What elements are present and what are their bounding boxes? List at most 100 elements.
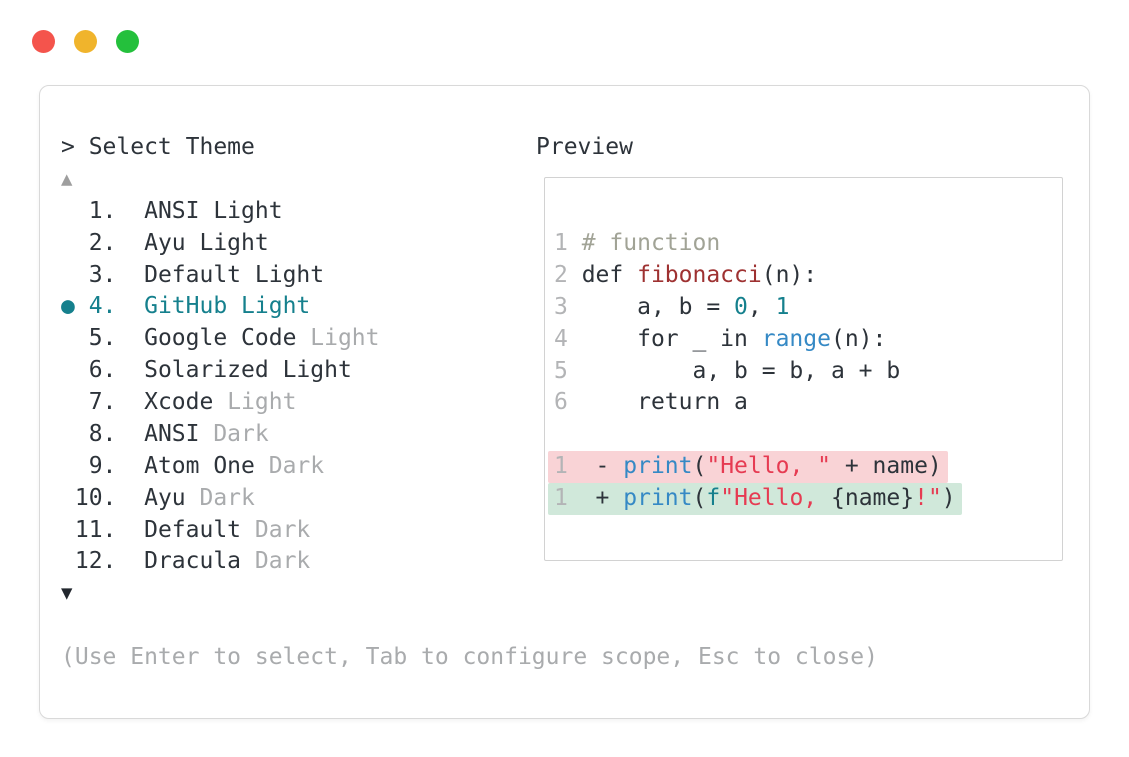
theme-item-default-light[interactable]: 3. Default Light <box>61 260 878 292</box>
scroll-up-indicator[interactable]: ▲ <box>61 167 73 190</box>
item-number: 7. <box>61 389 145 415</box>
code-line: 4 for _ in range(n): <box>554 324 962 356</box>
footer-hint: (Use Enter to select, Tab to configure s… <box>61 644 878 670</box>
code-token-number: 1 <box>775 293 790 320</box>
item-number: 10. <box>61 484 145 511</box>
code-token-builtin: print <box>623 453 693 480</box>
theme-item-default[interactable]: 11. Default Dark <box>61 515 878 547</box>
scroll-down-indicator[interactable]: ▼ <box>61 582 73 605</box>
theme-list: 1. ANSI Light 2. Ayu Light 3. Default Li… <box>61 196 878 579</box>
line-number: 6 <box>554 389 582 416</box>
code-token-fg: (n): <box>830 325 887 352</box>
item-number: 5. <box>61 325 145 352</box>
theme-picker-window: > Select Theme ▲ 1. ANSI Light 2. Ayu Li… <box>39 85 1090 719</box>
code-token-fg: return a <box>581 389 748 416</box>
theme-name: Dracula <box>144 548 242 575</box>
line-number: 3 <box>554 293 582 320</box>
item-number: 8. <box>61 420 145 447</box>
code-line: 3 a, b = 0, 1 <box>554 292 962 324</box>
code-token-fg: + <box>581 485 624 511</box>
code-line: 6 return a <box>554 387 962 419</box>
theme-variant-suffix: Dark <box>241 548 311 575</box>
code-token-builtin: range <box>761 325 831 352</box>
theme-variant-suffix: Dark <box>199 420 269 447</box>
code-token-fg: - <box>581 453 624 480</box>
theme-item-ansi-light[interactable]: 1. ANSI Light <box>61 196 878 228</box>
code-token-fg: {name} <box>831 485 915 511</box>
window-controls <box>32 30 139 53</box>
code-token-fg: + name) <box>830 453 942 480</box>
theme-variant-suffix: Dark <box>241 516 311 543</box>
code-token-number: 0 <box>734 293 748 320</box>
theme-item-xcode[interactable]: 7. Xcode Light <box>61 387 878 419</box>
code-token-string: !" <box>914 485 942 511</box>
theme-name: Default <box>144 516 242 543</box>
theme-name: Ayu <box>144 484 186 511</box>
code-token-fg: for _ in <box>581 325 762 352</box>
theme-item-solarized-light[interactable]: 6. Solarized Light <box>61 355 878 387</box>
code-token-builtin: print <box>623 485 693 511</box>
preview-label: Preview <box>536 134 633 160</box>
theme-item-github-light[interactable]: ● 4. GitHub Light <box>61 291 878 323</box>
line-number: 1 <box>554 485 582 511</box>
item-number: 12. <box>61 548 145 575</box>
code-token-fg: a, b = <box>581 293 735 320</box>
selected-item-marker: ● 4. <box>61 293 145 320</box>
theme-name: Default Light <box>144 261 325 288</box>
code-token-func: fibonacci <box>637 261 762 288</box>
line-number: 1 <box>554 230 582 256</box>
line-number: 5 <box>554 357 582 384</box>
theme-name: ANSI Light <box>144 197 283 224</box>
item-number: 11. <box>61 516 145 543</box>
code-token-fg: def <box>581 261 638 288</box>
theme-name: Solarized Light <box>144 357 352 384</box>
theme-variant-suffix: Dark <box>185 484 255 511</box>
code-blank-line <box>554 419 962 451</box>
code-token-comment: # function <box>581 230 721 256</box>
code-line: 2 def fibonacci(n): <box>554 260 962 292</box>
code-token-fg: (n): <box>761 261 818 288</box>
line-number: 2 <box>554 261 582 288</box>
spacer-line <box>61 610 878 642</box>
theme-variant-suffix: Light <box>213 389 297 415</box>
theme-name: Ayu Light <box>144 229 269 256</box>
theme-item-atom-one[interactable]: 9. Atom One Dark <box>61 451 878 483</box>
code-token-fg: , <box>747 293 776 320</box>
line-number: 1 <box>554 453 582 480</box>
picker-title: > Select Theme <box>61 134 255 160</box>
minimize-button[interactable] <box>74 30 97 53</box>
code-line-diff-added: 1 + print(f"Hello, {name}!") <box>548 483 962 515</box>
theme-item-google-code[interactable]: 5. Google Code Light <box>61 323 878 355</box>
item-number: 2. <box>61 229 145 256</box>
theme-variant-suffix: Dark <box>254 452 325 479</box>
code-token-string: "Hello, " <box>706 453 831 480</box>
theme-item-ayu-light[interactable]: 2. Ayu Light <box>61 228 878 260</box>
line-number: 4 <box>554 325 582 352</box>
code-token-fg: a, b = b, a + b <box>581 357 901 384</box>
item-number: 6. <box>61 357 145 384</box>
code-line: 1 # function <box>554 228 962 260</box>
item-number: 1. <box>61 197 145 224</box>
close-button[interactable] <box>32 30 55 53</box>
code-token-fg: ) <box>941 485 956 511</box>
code-token-fg: ( <box>692 485 707 511</box>
theme-variant-suffix: Light <box>296 325 380 352</box>
theme-item-ayu[interactable]: 10. Ayu Dark <box>61 483 878 515</box>
code-line: 5 a, b = b, a + b <box>554 356 962 388</box>
code-token-fg: ( <box>692 453 707 480</box>
theme-name: Atom One <box>144 452 255 479</box>
theme-item-ansi[interactable]: 8. ANSI Dark <box>61 419 878 451</box>
code-line-diff-removed: 1 - print("Hello, " + name) <box>548 451 948 483</box>
theme-name: ANSI <box>144 420 200 447</box>
theme-name: Google Code <box>144 325 297 352</box>
item-number: 9. <box>61 452 145 479</box>
maximize-button[interactable] <box>116 30 139 53</box>
theme-name: GitHub Light <box>144 293 311 320</box>
theme-item-dracula[interactable]: 12. Dracula Dark <box>61 546 878 578</box>
theme-picker-pane: > Select Theme ▲ 1. ANSI Light 2. Ayu Li… <box>61 132 878 674</box>
code-token-fstring: f <box>706 485 721 511</box>
item-number: 3. <box>61 261 145 288</box>
theme-name: Xcode <box>144 389 214 415</box>
